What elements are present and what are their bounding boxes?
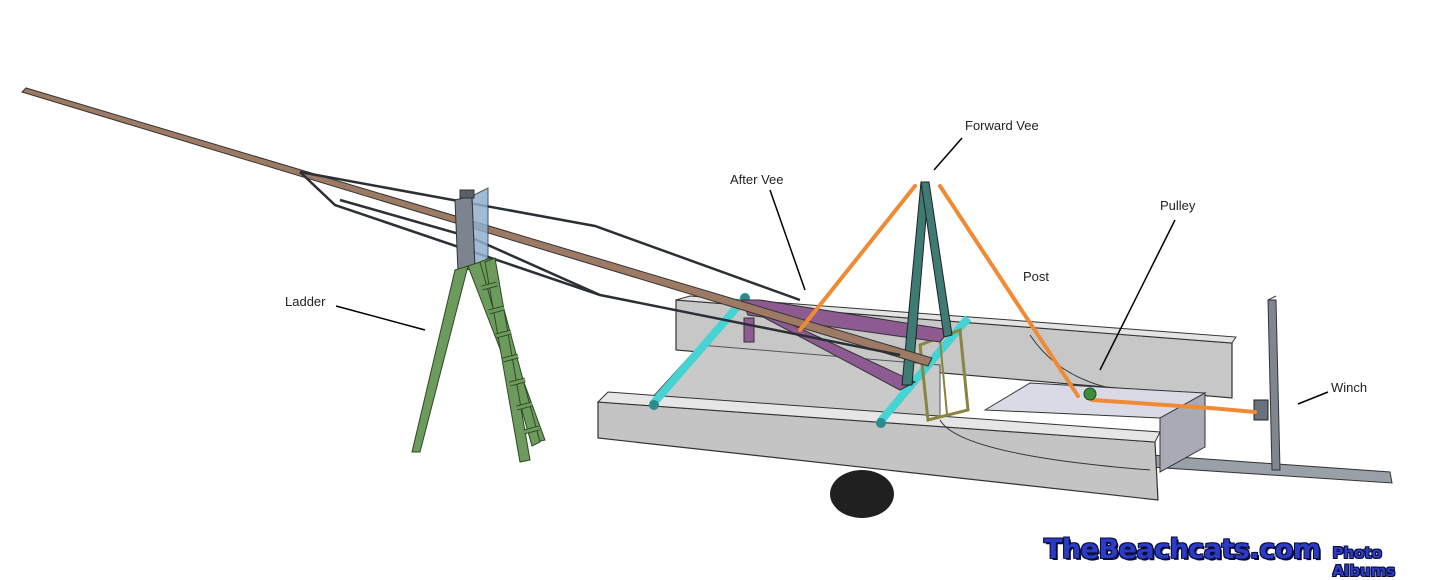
trailer (1149, 295, 1393, 484)
after-vee (741, 299, 951, 391)
wheel (830, 470, 894, 518)
label-forward-vee: Forward Vee (965, 118, 1039, 133)
watermark-site: TheBeachcats.com (1044, 534, 1321, 565)
label-post: Post (1023, 269, 1050, 284)
label-pulley: Pulley (1160, 198, 1196, 213)
leader-lines (335, 137, 1329, 405)
winch (1253, 399, 1269, 421)
ladder (411, 257, 546, 463)
label-winch: Winch (1331, 380, 1368, 395)
label-ladder: Ladder (285, 294, 326, 309)
watermark-subtitle: Photo Albums (1332, 544, 1396, 580)
forward-vee (901, 181, 953, 386)
watermark: TheBeachcats.com Photo Albums (1044, 534, 1430, 580)
label-after-vee: After Vee (730, 172, 784, 187)
pulley (1083, 387, 1097, 401)
ladder-post (454, 187, 489, 273)
rigging-lines (798, 184, 1257, 414)
